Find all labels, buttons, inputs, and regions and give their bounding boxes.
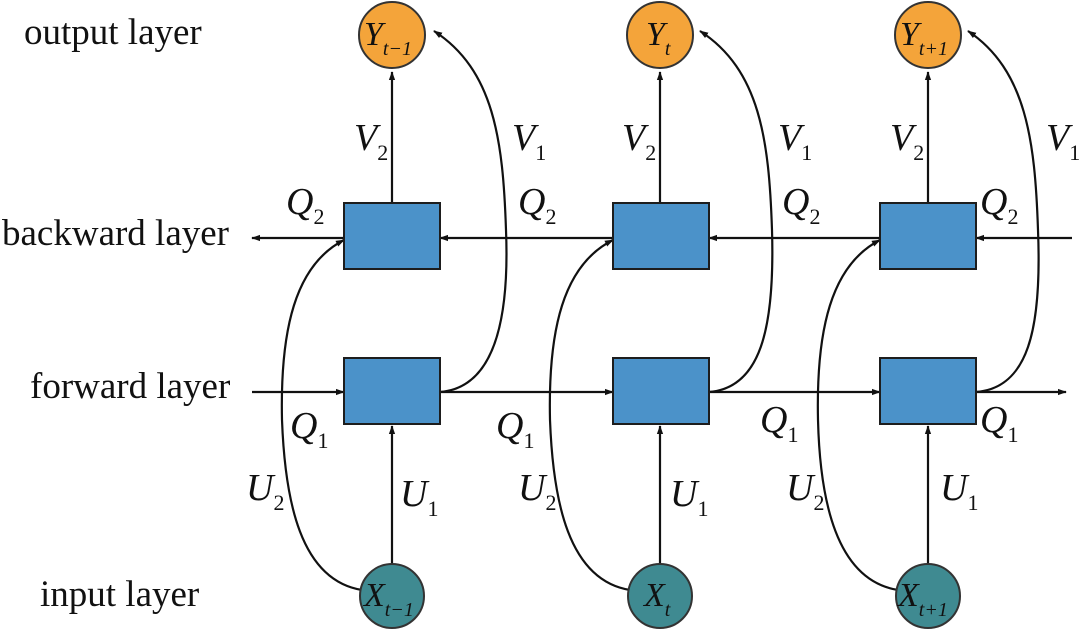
u2-label-col3: U2 bbox=[786, 467, 824, 515]
v2-label-col3: V2 bbox=[890, 117, 924, 165]
q2-label-col1: Q2 bbox=[286, 181, 324, 229]
q1-label-col2: Q1 bbox=[496, 405, 534, 453]
v1-arrow-col1 bbox=[433, 30, 508, 394]
v1-arrow-col3 bbox=[967, 30, 1040, 394]
v1-arrow-col2 bbox=[699, 30, 774, 394]
v1-label-col2: V1 bbox=[778, 117, 812, 165]
forward-cell-3 bbox=[879, 357, 977, 425]
input-node-3-label: Xt+1 bbox=[896, 577, 948, 621]
u2-label-col2: U2 bbox=[518, 467, 556, 515]
input-layer-label: input layer bbox=[40, 574, 199, 615]
backward-cell-3 bbox=[879, 202, 977, 270]
backward-layer-label: backward layer bbox=[2, 213, 229, 254]
input-node-2 bbox=[627, 563, 693, 629]
v2-label-col1: V2 bbox=[354, 117, 388, 165]
output-node-3-label: Yt+1 bbox=[900, 16, 948, 60]
q1-label-col3: Q1 bbox=[760, 399, 798, 447]
output-layer-label: output layer bbox=[24, 12, 202, 53]
backward-cell-1 bbox=[343, 202, 441, 270]
q1-label-col1: Q1 bbox=[290, 405, 328, 453]
u2-arrow-col3 bbox=[816, 239, 899, 592]
v1-label-col1: V1 bbox=[512, 117, 546, 165]
input-node-2-label: Xt bbox=[642, 577, 671, 621]
output-node-1-label: Yt−1 bbox=[364, 16, 412, 60]
u2-arrow-col1 bbox=[280, 239, 363, 592]
forward-cell-1 bbox=[343, 357, 441, 425]
v2-label-col2: V2 bbox=[622, 117, 656, 165]
input-node-1-label: Xt−1 bbox=[362, 577, 414, 621]
v1-label-col3: V1 bbox=[1046, 117, 1080, 165]
u2-label-col1: U2 bbox=[246, 467, 284, 515]
q2-label-col3: Q2 bbox=[782, 181, 820, 229]
input-node-3 bbox=[895, 563, 961, 629]
q1-label-right: Q1 bbox=[980, 399, 1018, 447]
q2-label-col2: Q2 bbox=[518, 181, 556, 229]
u2-arrow-col2 bbox=[548, 239, 631, 592]
input-node-1 bbox=[359, 563, 425, 629]
u1-label-col1: U1 bbox=[400, 473, 438, 521]
output-node-3 bbox=[894, 1, 962, 69]
u1-label-col3: U1 bbox=[940, 467, 978, 515]
q2-label-right: Q2 bbox=[980, 181, 1018, 229]
backward-cell-2 bbox=[612, 202, 710, 270]
u1-label-col2: U1 bbox=[670, 473, 708, 521]
forward-cell-2 bbox=[612, 357, 710, 425]
output-node-2 bbox=[626, 1, 694, 69]
output-node-1 bbox=[358, 1, 426, 69]
output-node-2-label: Yt bbox=[646, 16, 671, 60]
forward-layer-label: forward layer bbox=[30, 366, 230, 407]
